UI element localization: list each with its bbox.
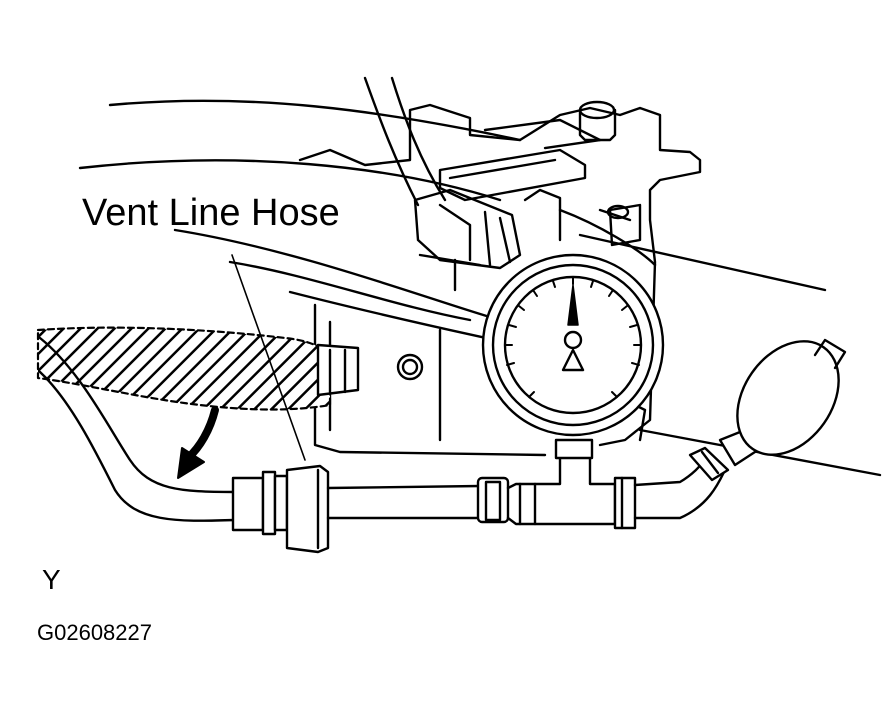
pressure-gauge-icon [481, 253, 665, 460]
lower-hose [38, 336, 237, 522]
vent-line-hose-label: Vent Line Hose [82, 192, 340, 234]
engine-housing [298, 100, 702, 457]
hatched-hose [36, 326, 360, 411]
callout-leader-line [231, 254, 306, 461]
upper-pipe [363, 76, 522, 270]
vent-line-hose-fitting [231, 464, 330, 554]
direction-arrow-icon [177, 406, 219, 479]
figure-code-label: G02608227 [37, 620, 152, 645]
view-letter-label: Y [42, 564, 61, 595]
hand-pump-icon [688, 338, 847, 482]
tester-tube [326, 476, 537, 526]
